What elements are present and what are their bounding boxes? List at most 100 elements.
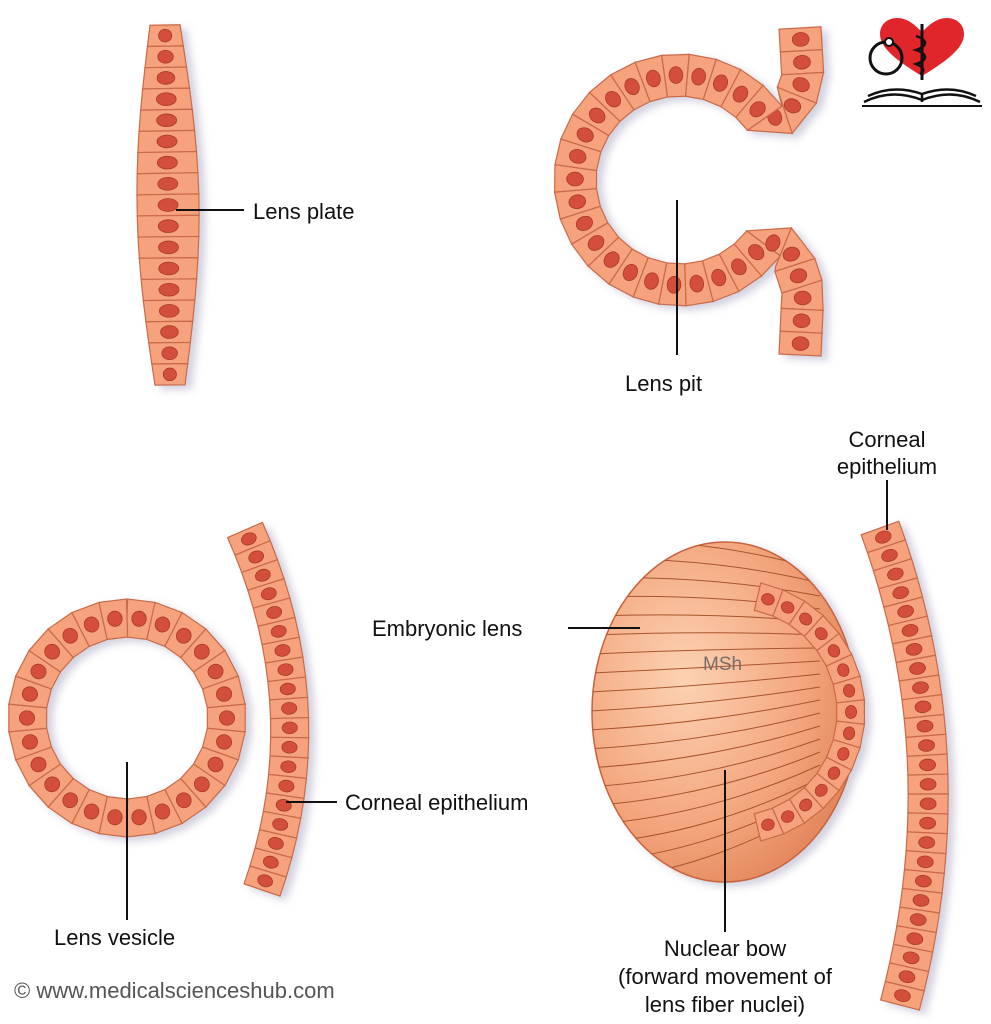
nucleus bbox=[207, 663, 224, 680]
corneal-top-leader bbox=[886, 480, 888, 530]
nucleus bbox=[156, 134, 178, 149]
nucleus bbox=[107, 809, 123, 826]
nucleus bbox=[689, 274, 705, 293]
nucleus bbox=[731, 258, 747, 276]
nucleus bbox=[157, 50, 174, 64]
nucleus bbox=[279, 682, 296, 696]
nucleus bbox=[278, 779, 295, 793]
nucleus bbox=[748, 244, 765, 261]
nucleus bbox=[646, 69, 661, 88]
lens-plate-leader bbox=[176, 209, 244, 211]
nucleus bbox=[711, 268, 727, 287]
nucleus bbox=[62, 627, 78, 644]
lens-epithelium-bow bbox=[753, 582, 866, 842]
nucleus bbox=[216, 734, 233, 750]
nucleus bbox=[30, 663, 47, 680]
embryonic-lens-leader bbox=[568, 627, 640, 629]
nucleus bbox=[918, 739, 935, 752]
nucleus bbox=[241, 532, 257, 546]
nucleus bbox=[919, 797, 937, 810]
embryonic-lens-label: Embryonic lens bbox=[372, 616, 523, 641]
nucleus bbox=[624, 78, 640, 96]
nucleus bbox=[792, 313, 811, 329]
nucleus bbox=[157, 219, 179, 233]
nucleus bbox=[158, 261, 180, 276]
nucleus bbox=[131, 809, 147, 826]
nucleus bbox=[749, 101, 766, 118]
lens-fiber bbox=[592, 660, 821, 675]
nucleus bbox=[270, 625, 287, 638]
corneal-epithelium-top-label: Corneal epithelium bbox=[822, 426, 952, 480]
nucleus bbox=[912, 681, 929, 694]
nucleus bbox=[761, 818, 775, 831]
nucleus bbox=[587, 235, 605, 251]
nucleus bbox=[266, 606, 283, 619]
lens-fiber bbox=[592, 699, 821, 732]
nuclear-bow-label: Nuclear bow (forward movement of lens fi… bbox=[575, 935, 875, 1019]
corneal-epithelium-left bbox=[226, 521, 310, 897]
label-line: epithelium bbox=[836, 454, 938, 479]
nucleus bbox=[158, 240, 179, 255]
lens-plate-label: Lens plate bbox=[253, 199, 355, 224]
nucleus bbox=[780, 601, 795, 614]
nucleus bbox=[912, 894, 930, 907]
nucleus bbox=[158, 282, 180, 297]
nucleus bbox=[906, 932, 924, 946]
nucleus bbox=[160, 325, 179, 339]
nucleus bbox=[281, 721, 298, 735]
nucleus bbox=[761, 593, 775, 606]
nucleus bbox=[588, 107, 606, 124]
nucleus bbox=[916, 855, 934, 869]
corneal-leader bbox=[286, 801, 337, 803]
nucleus bbox=[277, 663, 294, 676]
nucleus bbox=[157, 198, 179, 212]
book-icon bbox=[863, 88, 981, 104]
nucleus bbox=[914, 700, 932, 714]
nucleus bbox=[272, 818, 289, 831]
nucleus bbox=[799, 612, 813, 626]
lens-vesicle-leader bbox=[126, 762, 128, 920]
nucleus bbox=[918, 836, 936, 849]
nucleus bbox=[827, 766, 841, 780]
nucleus bbox=[156, 113, 178, 128]
copyright: © www.medicalscienceshub.com bbox=[14, 978, 335, 1003]
nucleus bbox=[156, 155, 178, 170]
lens-fiber bbox=[592, 712, 821, 751]
nucleus bbox=[789, 268, 808, 284]
lens-vesicle-label: Lens vesicle bbox=[54, 925, 176, 950]
nucleus bbox=[901, 624, 919, 637]
nucleus bbox=[792, 77, 810, 93]
nucleus bbox=[156, 71, 176, 85]
logo bbox=[862, 18, 982, 107]
lens-fiber bbox=[592, 673, 821, 694]
nucleus bbox=[909, 662, 926, 675]
nucleus bbox=[843, 683, 856, 698]
nucleus bbox=[19, 710, 35, 726]
nucleus bbox=[793, 290, 812, 306]
nucleus bbox=[765, 234, 781, 252]
nucleus bbox=[905, 643, 923, 656]
nucleus bbox=[274, 644, 291, 657]
nucleus bbox=[248, 550, 264, 564]
nucleus bbox=[193, 643, 210, 660]
nucleus bbox=[902, 951, 920, 965]
nucleus bbox=[622, 264, 638, 282]
nucleus bbox=[131, 610, 147, 627]
nucleus bbox=[262, 855, 279, 869]
label-line: (forward movement of bbox=[618, 964, 832, 989]
nucleus bbox=[793, 54, 811, 70]
nucleus bbox=[605, 90, 621, 108]
nucleus bbox=[791, 32, 810, 47]
nucleus bbox=[892, 586, 909, 600]
nucleus bbox=[919, 758, 936, 772]
nucleus bbox=[193, 776, 210, 793]
lens-fiber bbox=[592, 725, 821, 770]
nucleus bbox=[713, 74, 728, 92]
lens-pit-label: Lens pit bbox=[625, 371, 703, 396]
nucleus bbox=[909, 913, 927, 926]
nucleus bbox=[919, 778, 937, 791]
nucleus bbox=[44, 776, 61, 793]
nucleus bbox=[814, 783, 828, 797]
